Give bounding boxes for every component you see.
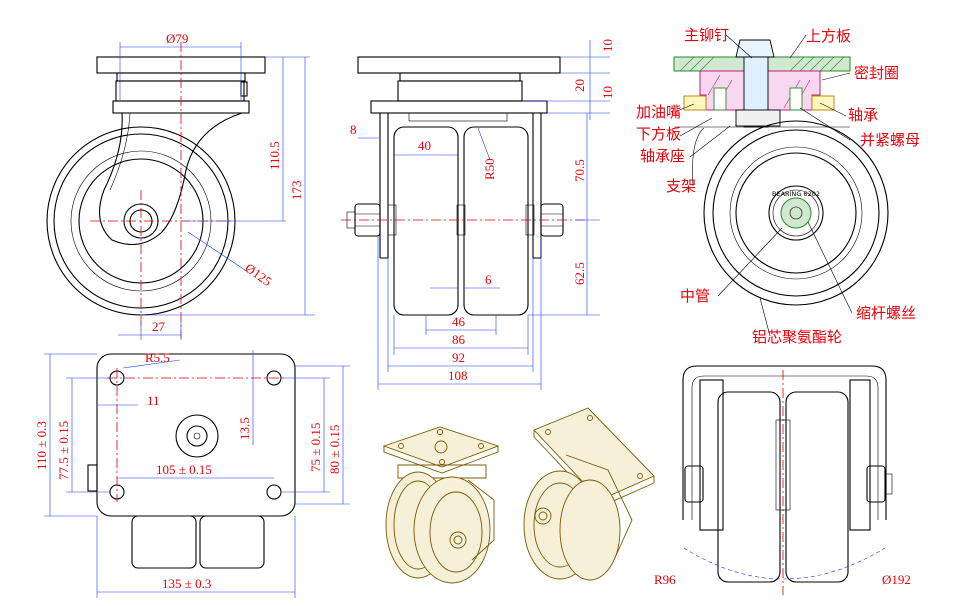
plate-view: 110 ± 0.3 77.5 ± 0.15 R5.5 11 13.5 105 ±… <box>34 350 350 598</box>
dim-92: 92 <box>452 350 465 365</box>
section-view: BEARING 6202 主铆钉 上方板 密封圈 加油嘴 轴承 下方板 并紧螺母… <box>636 26 920 346</box>
front-view: 10 20 10 70.5 62.5 8 40 R50 6 46 86 92 1… <box>341 39 615 390</box>
dim-r96: R96 <box>654 572 676 587</box>
dim-r5-5: R5.5 <box>145 350 170 365</box>
isometric-view-1 <box>382 426 500 584</box>
dim-110-5: 110.5 <box>267 141 282 170</box>
dim-70-5: 70.5 <box>572 159 587 182</box>
label-main-rivet: 主铆钉 <box>684 26 729 44</box>
dim-62-5: 62.5 <box>572 262 587 285</box>
bearing-text: BEARING 6202 <box>772 190 820 198</box>
label-shrink-bolt: 缩杆螺丝 <box>856 304 916 322</box>
dim-dia-192: Ø192 <box>882 572 911 587</box>
dim-40: 40 <box>418 138 431 153</box>
label-grease-nipple: 加油嘴 <box>636 103 681 121</box>
dim-dia-79: Ø79 <box>166 31 188 46</box>
dim-86: 86 <box>452 332 466 347</box>
dim-13-5: 13.5 <box>237 417 252 440</box>
dim-6: 6 <box>485 272 492 287</box>
label-bearing: 轴承 <box>848 106 878 124</box>
label-bottom-plate: 下方板 <box>636 125 681 143</box>
dim-20: 20 <box>572 79 587 92</box>
dim-10b: 10 <box>600 86 615 99</box>
dim-75: 75 ± 0.15 <box>308 423 323 472</box>
dim-8: 8 <box>350 122 357 137</box>
label-lock-nut: 并紧螺母 <box>860 131 920 149</box>
dim-27: 27 <box>152 319 166 334</box>
dim-135: 135 ± 0.3 <box>162 576 211 591</box>
dim-110: 110 ± 0.3 <box>34 421 49 470</box>
dim-80: 80 ± 0.15 <box>327 425 342 474</box>
dim-173: 173 <box>289 181 304 201</box>
dim-46: 46 <box>452 314 466 329</box>
dim-105: 105 ± 0.15 <box>156 462 212 477</box>
side-view: Ø79 110.5 173 Ø125 27 <box>46 31 315 340</box>
dim-r50: R50 <box>482 158 497 180</box>
label-bearing-seat: 轴承座 <box>640 147 685 165</box>
dim-10a: 10 <box>600 39 615 52</box>
dim-108: 108 <box>448 368 468 383</box>
label-top-plate: 上方板 <box>806 27 851 45</box>
label-bracket: 支架 <box>666 177 696 195</box>
label-center-tube: 中管 <box>680 287 710 305</box>
dim-77-5: 77.5 ± 0.15 <box>56 421 71 480</box>
label-seal-ring: 密封圈 <box>854 64 899 82</box>
label-wheel: 铝芯聚氨酯轮 <box>752 328 842 346</box>
dim-dia-125: Ø125 <box>242 260 274 289</box>
dim-11: 11 <box>147 393 160 408</box>
bottom-view: R96 Ø192 <box>654 365 911 595</box>
isometric-view-2 <box>523 407 655 581</box>
